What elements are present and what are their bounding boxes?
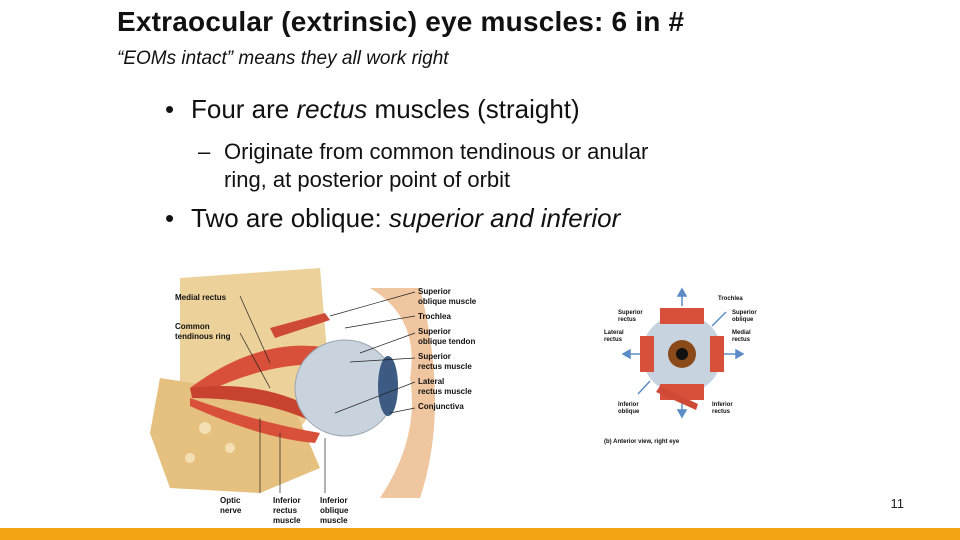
slide-subtitle: “EOMs intact” means they all work right [117,48,449,70]
medial-rectus-front [710,336,724,372]
label-a-oblique-1: oblique [732,317,754,323]
label-muscle-1: muscle [273,516,301,525]
anterior-eye-diagram: Trochlea Superior oblique Superior rectu… [600,286,770,446]
label-nerve: nerve [220,506,242,515]
sub1-line2: ring, at posterior point of orbit [198,166,648,194]
label-superior-1: Superior [418,287,451,296]
bullet2-pre: Two are oblique: [191,203,389,233]
label-medial-rectus: Medial rectus [175,293,227,302]
anterior-eye-illustration: Trochlea Superior oblique Superior rectu… [600,286,770,446]
label-common: Common [175,322,210,331]
bullet-rectus: •Four are rectus muscles (straight) [165,94,580,125]
label-a-trochlea: Trochlea [718,296,743,302]
label-rectus-muscle-1: rectus muscle [418,362,472,371]
label-a-rectus-3: rectus [732,337,751,343]
label-a-rectus-2: rectus [604,337,623,343]
label-oblique-muscle: oblique muscle [418,297,477,306]
bullet1-post: muscles (straight) [367,94,579,124]
label-conjunctiva: Conjunctiva [418,402,464,411]
label-a-superior-2: Superior [618,310,643,316]
lateral-eye-illustration: Medial rectus Common tendinous ring Supe… [120,258,487,528]
label-a-inferior-2: Inferior [712,402,733,408]
bullet2-em: superior and inferior [389,203,620,233]
label-a-inferior-1: Inferior [618,402,639,408]
label-oblique-1: oblique [320,506,349,515]
footer-accent-bar [0,528,960,540]
lateral-eye-diagram: Medial rectus Common tendinous ring Supe… [120,258,487,528]
label-inferior-2: Inferior [320,496,348,505]
slide-title: Extraocular (extrinsic) eye muscles: 6 i… [117,6,684,38]
sub-bullet-origin: –Originate from common tendinous or anul… [198,138,648,194]
bullet-glyph: • [165,203,191,234]
label-superior-2: Superior [418,327,451,336]
label-inferior-1: Inferior [273,496,301,505]
label-superior-3: Superior [418,352,451,361]
label-a-lateral: Lateral [604,330,624,336]
label-rectus-muscle-2: rectus muscle [418,387,472,396]
sub1-line1: Originate from common tendinous or anula… [224,139,648,164]
label-tendinous-ring: tendinous ring [175,332,231,341]
cornea-shape [378,356,398,416]
label-trochlea: Trochlea [418,312,451,321]
superior-rectus-front [660,308,704,324]
lateral-rectus-front [640,336,654,372]
pupil-shape [676,348,688,360]
bullet-oblique: •Two are oblique: superior and inferior [165,203,620,234]
dash-glyph: – [198,138,224,166]
label-a-medial: Medial [732,330,751,336]
label-a-superior-1: Superior [732,310,757,316]
label-lateral: Lateral [418,377,444,386]
label-a-caption: (b) Anterior view, right eye [604,439,680,445]
label-muscle-2: muscle [320,516,348,525]
label-optic: Optic [220,496,241,505]
bullet1-em: rectus [297,94,368,124]
label-a-oblique-2: oblique [618,409,640,415]
page-number: 11 [891,496,905,511]
label-oblique-tendon: oblique tendon [418,337,475,346]
bullet-glyph: • [165,94,191,125]
bullet1-pre: Four are [191,94,297,124]
label-a-rectus-1: rectus [618,317,637,323]
label-a-rectus-4: rectus [712,409,731,415]
label-rectus-1: rectus [273,506,298,515]
